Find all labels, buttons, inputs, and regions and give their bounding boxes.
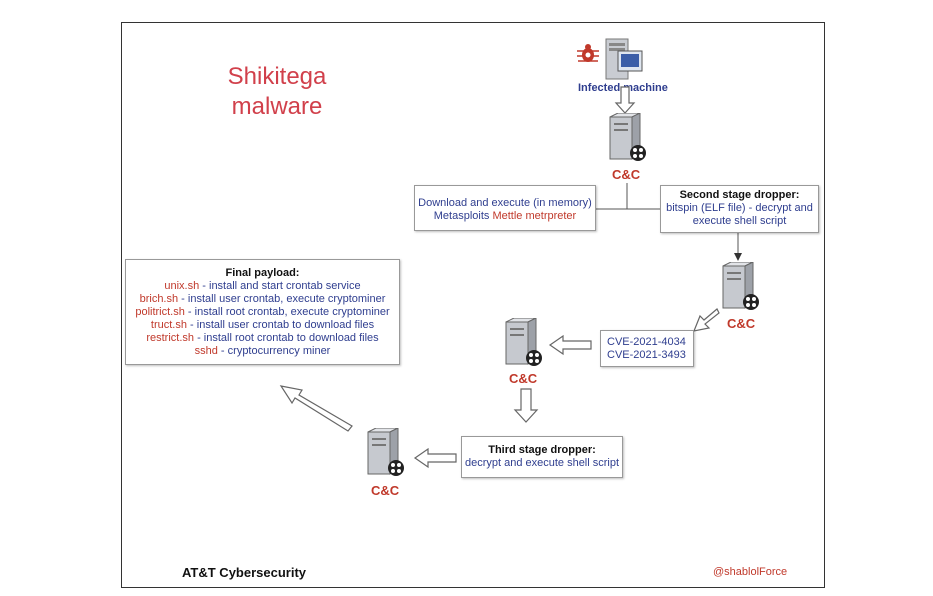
payload-item: sshd - cryptocurrency miner xyxy=(126,345,399,358)
title-line-2: malware xyxy=(231,93,323,120)
third-stage-line-1: decrypt and execute shell script xyxy=(464,457,620,469)
cve-box: CVE-2021-4034 CVE-2021-3493 xyxy=(600,330,694,367)
cc-server-icon-1 xyxy=(609,113,646,161)
cc-server-icon-2 xyxy=(722,262,759,310)
memory-box-highlight: Mettle metrpreter xyxy=(492,210,577,222)
third-stage-dropper-box: Third stage dropper: decrypt and execute… xyxy=(461,436,623,478)
arrow-cve-to-cc3 xyxy=(548,334,592,356)
payload-item-name: restrict.sh xyxy=(146,332,195,344)
cc-server-icon-3 xyxy=(505,318,542,366)
payload-item-name: sshd xyxy=(194,345,218,357)
payload-item-desc: - install user crontab, execute cryptomi… xyxy=(178,293,386,305)
arrowhead-stage2-to-cc2 xyxy=(734,253,742,261)
memory-box-prefix: Metasploits xyxy=(433,210,493,222)
final-payload-box: Final payload: unix.sh - install and sta… xyxy=(125,259,400,365)
second-stage-dropper-box: Second stage dropper: bitspin (ELF file)… xyxy=(660,185,819,233)
cc-label-4: C&C xyxy=(371,483,400,498)
payload-item-name: unix.sh xyxy=(164,280,200,292)
payload-item: politrict.sh - install root crontab, exe… xyxy=(126,306,399,319)
cve-item: CVE-2021-4034 xyxy=(607,336,686,348)
payload-item: brich.sh - install user crontab, execute… xyxy=(126,293,399,306)
memory-execution-box: Download and execute (in memory) Metaspl… xyxy=(414,185,596,231)
cc-label-1: C&C xyxy=(612,167,641,182)
payload-item-desc: - install user crontab to download files xyxy=(186,319,375,331)
payload-item: unix.sh - install and start crontab serv… xyxy=(126,280,399,293)
cc-label-2: C&C xyxy=(727,316,756,331)
payload-item-desc: - install root crontab to download files xyxy=(194,332,379,344)
infected-machine-icon xyxy=(577,38,643,80)
diagram-title: Shikitega malware xyxy=(212,62,342,122)
payload-item-desc: - cryptocurrency miner xyxy=(217,345,331,357)
third-stage-heading: Third stage dropper: xyxy=(488,444,596,456)
arrow-cc4-to-payload xyxy=(279,385,353,432)
payload-item-desc: - install root crontab, execute cryptomi… xyxy=(184,306,390,318)
arrow-infected-to-cc xyxy=(614,86,636,114)
payload-item-name: truct.sh xyxy=(150,319,187,331)
final-payload-heading: Final payload: xyxy=(225,267,300,279)
cve-item: CVE-2021-3493 xyxy=(607,349,686,361)
title-line-1: Shikitega xyxy=(227,63,327,90)
footer-handle: @shablolForce xyxy=(713,566,788,578)
memory-box-line-1: Download and execute (in memory) xyxy=(418,197,592,209)
payload-item-name: politrict.sh xyxy=(135,306,185,318)
arrow-stage3-to-cc4 xyxy=(413,447,457,469)
payload-item-desc: - install and start crontab service xyxy=(199,280,361,292)
bug-icon xyxy=(577,44,599,62)
second-stage-line-1: bitspin (ELF file) - decrypt and xyxy=(666,202,813,214)
cc-label-3: C&C xyxy=(509,371,538,386)
arrow-cc3-to-stage3 xyxy=(513,388,539,423)
footer-brand: AT&T Cybersecurity xyxy=(182,565,307,580)
payload-item: truct.sh - install user crontab to downl… xyxy=(126,319,399,332)
second-stage-line-2: execute shell script xyxy=(692,215,787,227)
payload-item-name: brich.sh xyxy=(139,293,179,305)
second-stage-heading: Second stage dropper: xyxy=(679,189,800,201)
arrow-cc2-to-cve xyxy=(693,308,720,332)
cc-server-icon-4 xyxy=(367,428,404,476)
payload-item: restrict.sh - install root crontab to do… xyxy=(126,332,399,345)
